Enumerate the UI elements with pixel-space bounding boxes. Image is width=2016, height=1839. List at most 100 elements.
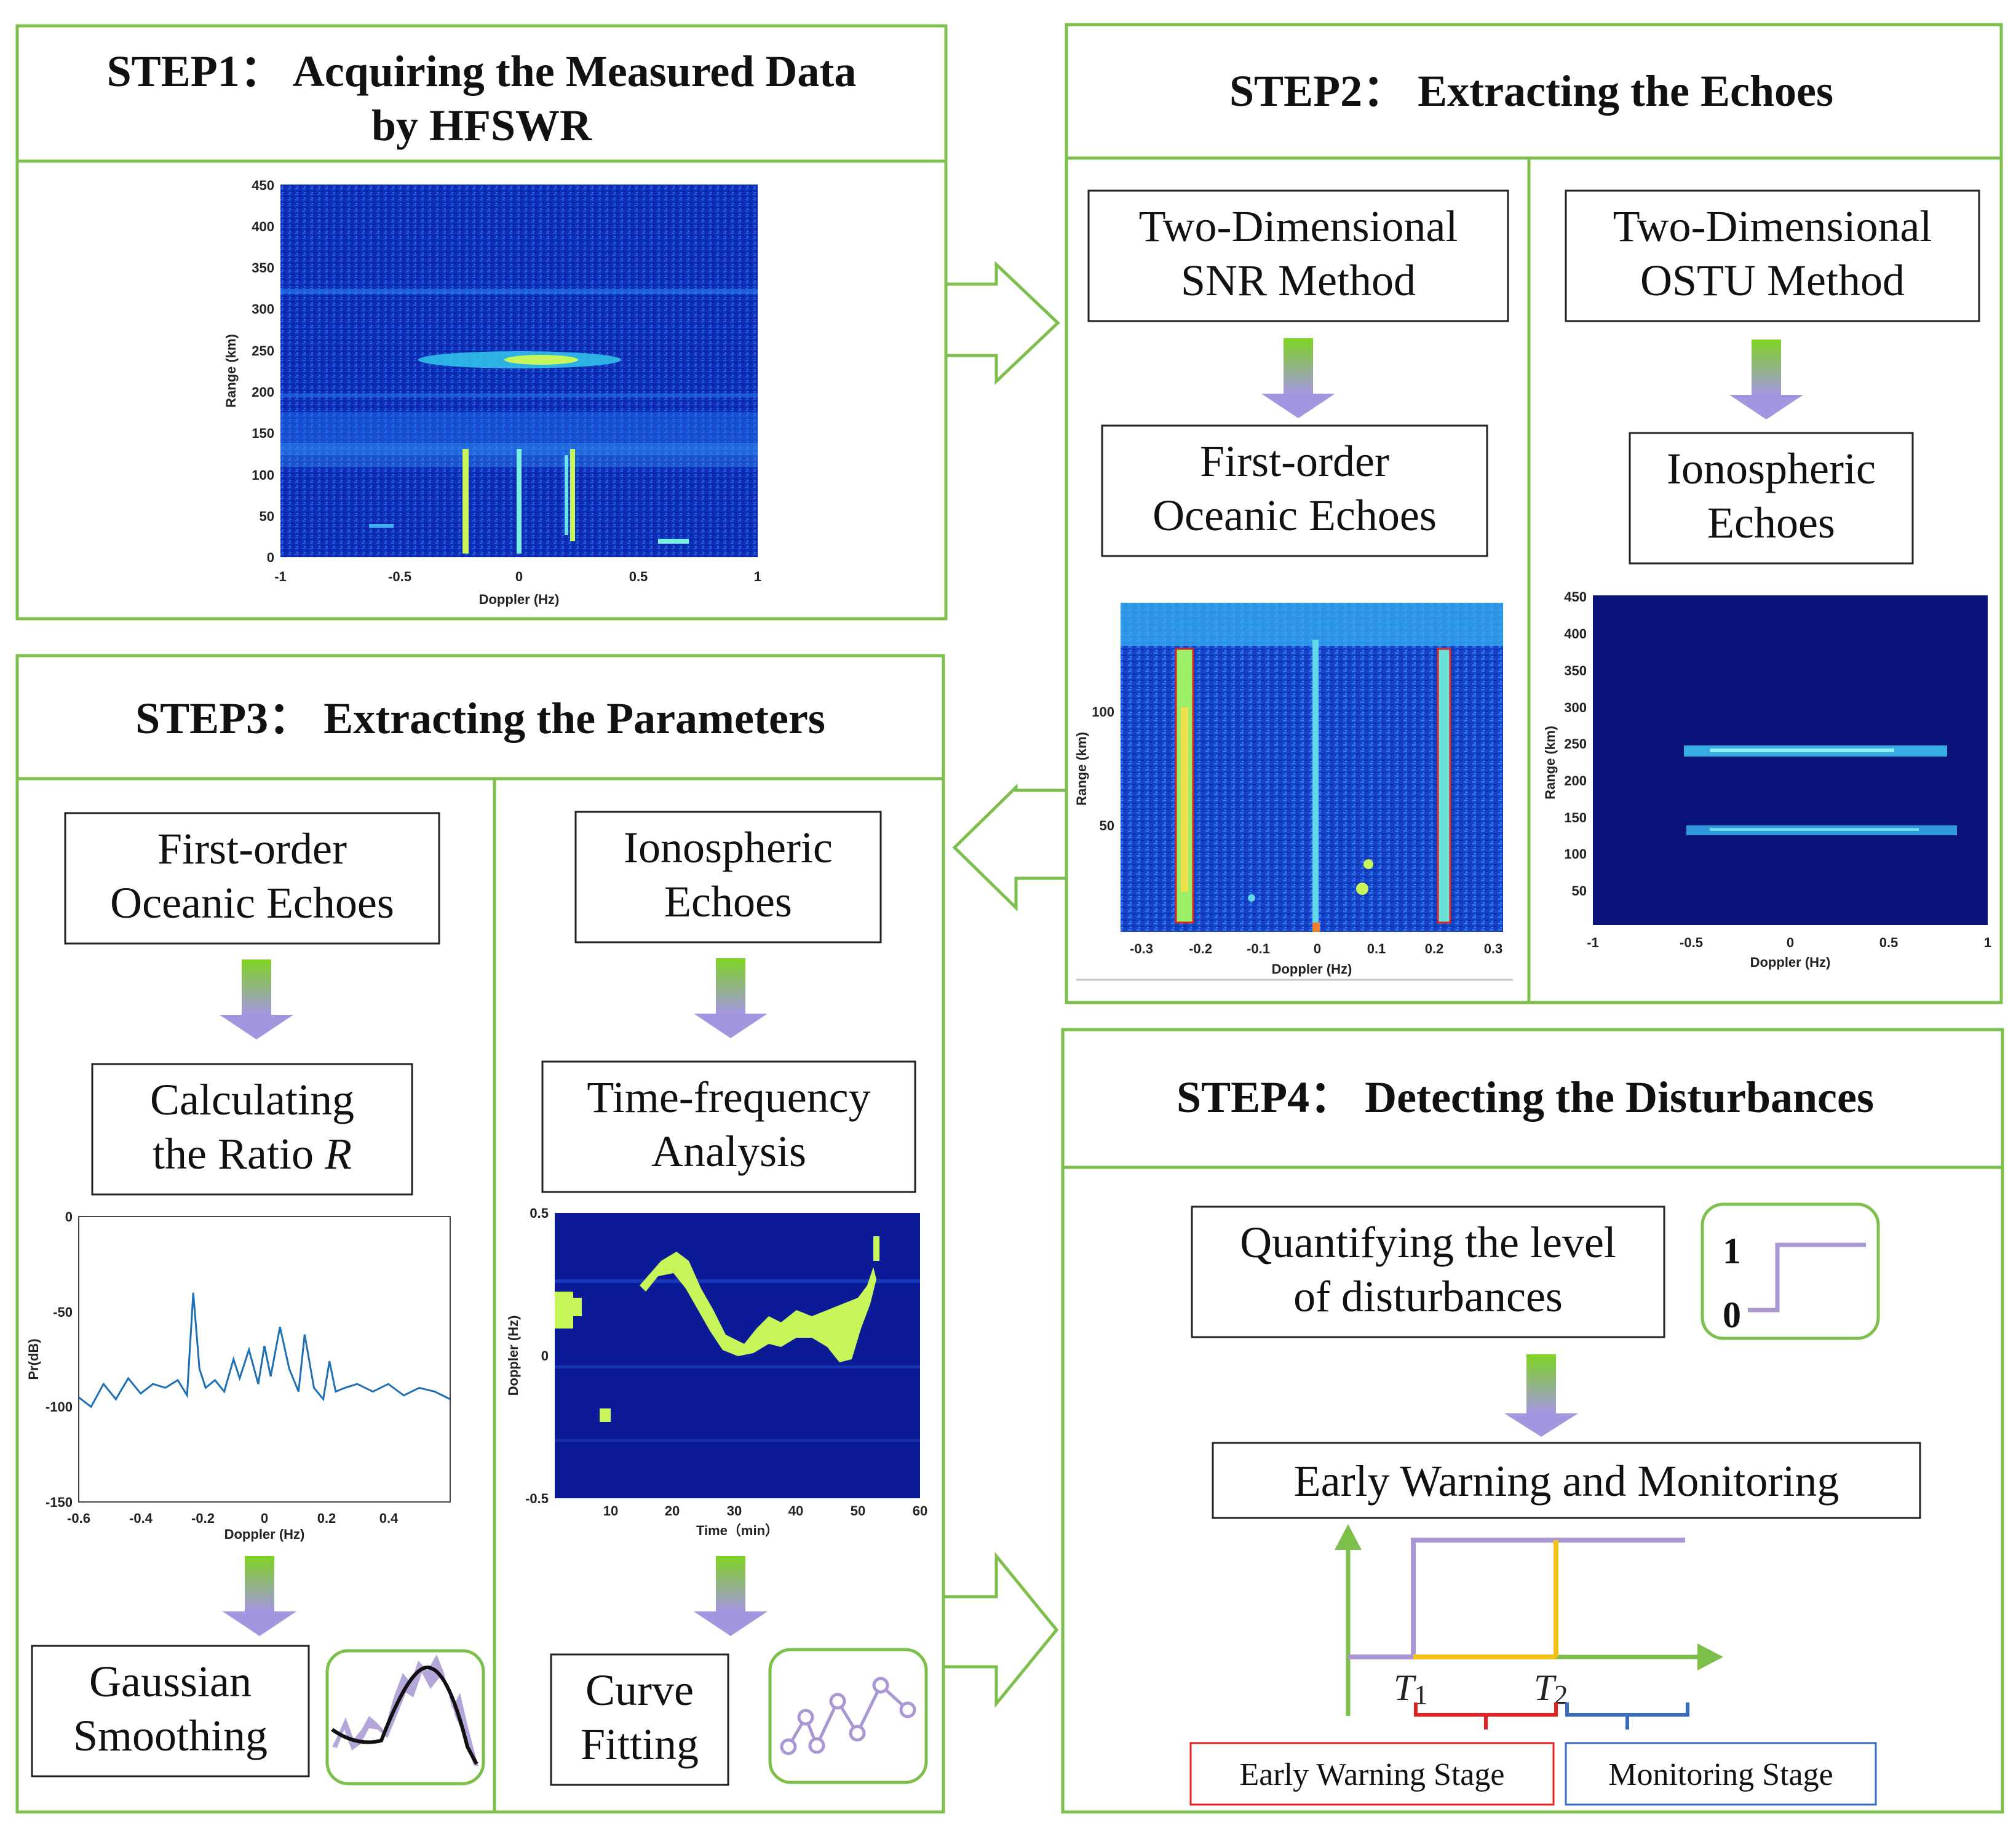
step4-panel: STEP4： Detecting the Disturbances Quanti… (1061, 1028, 2004, 1814)
svg-text:-0.5: -0.5 (1680, 935, 1703, 950)
svg-text:-1: -1 (1587, 935, 1599, 950)
hollow-left-arrow-icon (952, 784, 1066, 912)
svg-text:-0.2: -0.2 (191, 1511, 215, 1526)
gradient-down-arrow-icon (223, 1556, 296, 1636)
svg-text:-50: -50 (53, 1305, 73, 1320)
svg-text:350: 350 (1564, 663, 1587, 678)
step3-oceanic-line2: Oceanic Echoes (110, 878, 394, 927)
svg-text:0.4: 0.4 (379, 1511, 399, 1526)
tf-yticks: 0.5 0 -0.5 (525, 1205, 549, 1506)
svg-text:-0.4: -0.4 (129, 1511, 153, 1526)
svg-text:0.5: 0.5 (629, 569, 648, 584)
snr-method-line1: Two-Dimensional (1139, 202, 1458, 251)
hollow-right-arrow-icon (946, 261, 1060, 385)
svg-text:0.5: 0.5 (530, 1205, 549, 1221)
step3-iono-line2: Echoes (664, 877, 792, 926)
svg-text:350: 350 (252, 260, 274, 276)
step3-oceanic-line1: First-order (157, 824, 347, 873)
early-warning-monitoring: Early Warning and Monitoring (1294, 1456, 1839, 1506)
tf-xlabel: Time（min） (696, 1523, 779, 1538)
step2-panel: STEP2： Extracting the Echoes Two-Dimensi… (1065, 23, 2003, 1004)
svg-text:100: 100 (252, 467, 274, 483)
svg-text:-0.3: -0.3 (1130, 941, 1153, 956)
main-xticks: -1 -0.5 0 0.5 1 (274, 569, 761, 584)
svg-text:-0.2: -0.2 (1189, 941, 1212, 956)
snr-xlabel: Doppler (Hz) (1272, 961, 1352, 977)
step1-title-line1: STEP1： Acquiring the Measured Data (107, 47, 857, 96)
svg-text:150: 150 (1564, 810, 1587, 825)
svg-text:400: 400 (1564, 626, 1587, 641)
tf-analysis-line1: Time-frequency (587, 1073, 870, 1122)
step3-title: STEP3： Extracting the Parameters (135, 694, 825, 743)
svg-text:1: 1 (754, 569, 761, 584)
quantify-line1: Quantifying the level (1240, 1218, 1616, 1267)
curve-fitting-line2: Fitting (581, 1720, 699, 1769)
svg-text:300: 300 (252, 301, 274, 317)
svg-text:200: 200 (252, 384, 274, 400)
main-xlabel: Doppler (Hz) (479, 592, 560, 607)
svg-text:250: 250 (1564, 736, 1587, 752)
iono-echoes-line2: Echoes (1707, 498, 1835, 547)
svg-text:100: 100 (1564, 846, 1587, 862)
hollow-right-arrow-icon (943, 1551, 1059, 1709)
main-yticks: 0 50 100 150 200 250 300 350 400 450 (252, 178, 274, 565)
gradient-down-arrow-icon (694, 1556, 768, 1636)
svg-text:30: 30 (727, 1503, 742, 1519)
curve-fitting-line1: Curve (585, 1666, 694, 1715)
svg-text:250: 250 (252, 343, 274, 359)
svg-text:-150: -150 (46, 1495, 73, 1510)
ostu-method-line1: Two-Dimensional (1613, 202, 1932, 251)
pr-ylabel: Pr(dB) (26, 1338, 41, 1380)
ostu-method-line2: OSTU Method (1640, 256, 1905, 305)
svg-text:0: 0 (261, 1511, 268, 1526)
svg-text:0: 0 (1314, 941, 1321, 956)
t1-label: T1 (1394, 1667, 1427, 1710)
svg-text:0.3: 0.3 (1484, 941, 1503, 956)
range-doppler-map-main: Doppler (Hz) Range (km) -1 -0.5 0 0.5 1 … (223, 178, 761, 607)
svg-text:-0.1: -0.1 (1247, 941, 1270, 956)
pr-line-chart: Doppler (Hz) Pr(dB) -0.6 -0.4 -0.2 0 0.2… (26, 1209, 451, 1542)
svg-text:0: 0 (267, 550, 274, 565)
scatter-fit-icon (768, 1648, 928, 1784)
gradient-down-arrow-icon (694, 958, 768, 1038)
snr-xticks: -0.3 -0.2 -0.1 0 0.1 0.2 0.3 (1130, 941, 1502, 956)
svg-text:0: 0 (515, 569, 523, 584)
svg-text:450: 450 (252, 178, 274, 193)
ostu-xticks: -1 -0.5 0 0.5 1 (1587, 935, 1991, 950)
monitoring-stage-label: Monitoring Stage (1608, 1757, 1833, 1792)
svg-text:-0.6: -0.6 (67, 1511, 90, 1526)
pr-xlabel: Doppler (Hz) (224, 1527, 305, 1542)
step1-panel: STEP1： Acquiring the Measured Data by HF… (15, 24, 948, 621)
svg-text:50: 50 (851, 1503, 865, 1519)
ratio-line2: the Ratio R (153, 1129, 352, 1178)
level-low-label: 0 (1723, 1295, 1741, 1335)
svg-text:450: 450 (1564, 589, 1587, 605)
ostu-ylabel: Range (km) (1542, 726, 1558, 800)
main-ylabel: Range (km) (223, 334, 239, 408)
disturbance-timeline: T1 T2 (1335, 1524, 1723, 1730)
snr-ylabel: Range (km) (1074, 732, 1089, 806)
quantify-line2: of disturbances (1293, 1272, 1563, 1321)
pr-yticks: 0 -50 -100 -150 (46, 1209, 73, 1510)
svg-text:150: 150 (252, 426, 274, 441)
ostu-echo-map: Doppler (Hz) Range (km) -1 -0.5 0 0.5 1 … (1542, 589, 1991, 970)
snr-echo-map: Doppler (Hz) Range (km) -0.3 -0.2 -0.1 0… (1074, 603, 1513, 981)
svg-text:20: 20 (665, 1503, 680, 1519)
svg-text:-0.5: -0.5 (525, 1491, 549, 1506)
step3-iono-line1: Ionospheric (624, 823, 833, 872)
svg-text:50: 50 (1100, 818, 1114, 833)
oceanic-echoes-line1: First-order (1200, 437, 1389, 486)
svg-text:0.5: 0.5 (1879, 935, 1899, 950)
svg-text:40: 40 (788, 1503, 803, 1519)
ratio-line1: Calculating (150, 1075, 354, 1124)
tf-analysis-line2: Analysis (651, 1127, 806, 1176)
svg-text:50: 50 (260, 509, 274, 524)
svg-text:0: 0 (1787, 935, 1794, 950)
svg-text:0.2: 0.2 (317, 1511, 336, 1526)
ostu-xlabel: Doppler (Hz) (1750, 955, 1831, 970)
gradient-down-arrow-icon (1261, 338, 1335, 418)
pr-series-line (78, 1292, 451, 1408)
tf-xticks: 10 20 30 40 50 60 (603, 1503, 927, 1519)
step2-title: STEP2： Extracting the Echoes (1229, 66, 1833, 116)
step-function-icon: 1 0 (1701, 1202, 1880, 1340)
